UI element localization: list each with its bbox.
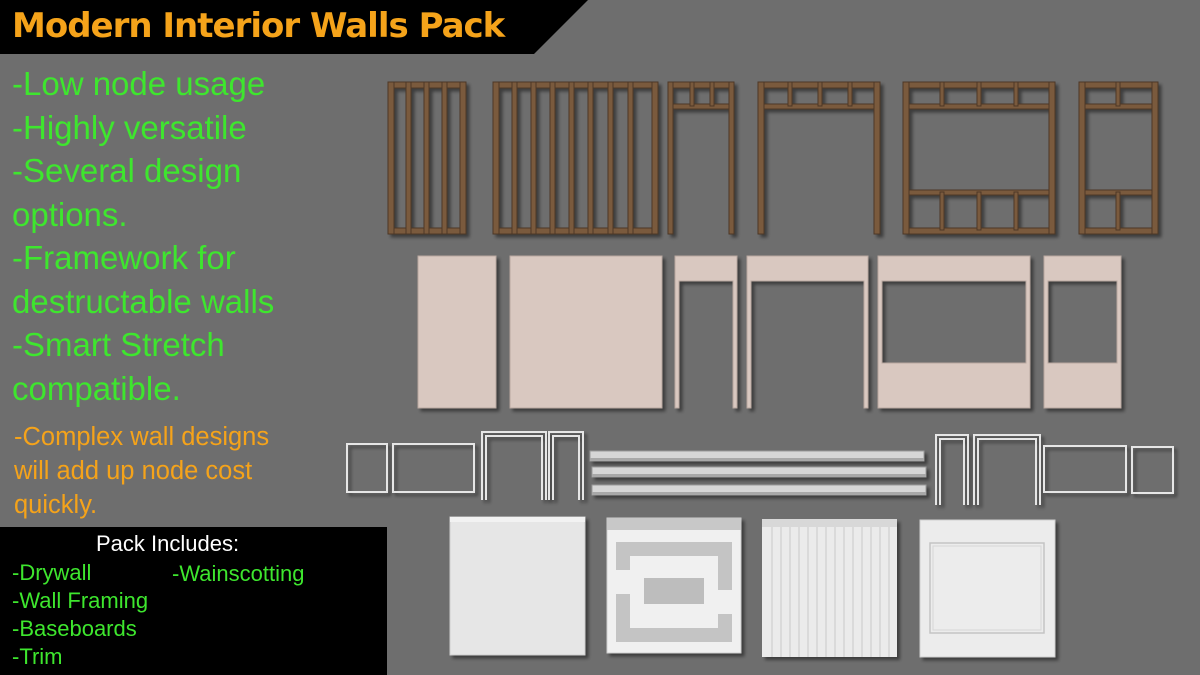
trim-window	[1043, 445, 1127, 493]
drywall-door-panel	[674, 255, 738, 409]
drywall-window-panel	[1043, 255, 1122, 409]
node-cost-warning: -Complex wall designs will add up node c…	[14, 420, 344, 522]
drywall-door-panel	[746, 255, 869, 409]
feature-line: destructable walls	[12, 282, 275, 320]
warning-line: quickly.	[14, 491, 98, 519]
warning-line: will add up node cost	[14, 457, 253, 485]
feature-line: -Smart Stretch	[12, 326, 225, 363]
trim-door	[935, 434, 969, 505]
framing-piece	[757, 81, 881, 235]
feature-line: -Several design	[12, 152, 242, 189]
feature-line: -Framework for	[12, 239, 236, 276]
trim-window	[1131, 446, 1174, 494]
wainscot-panel-framed	[919, 519, 1056, 658]
page-title: Modern Interior Walls Pack	[12, 6, 505, 46]
framing-piece	[667, 81, 735, 235]
include-item-wall-framing: -Wall Framing	[12, 588, 149, 613]
pack-includes-title: Pack Includes:	[96, 531, 240, 556]
include-item-trim: -Trim	[12, 644, 63, 669]
pack-includes-panel: Pack Includes: -Drywall -Wainscotting -W…	[0, 527, 387, 675]
trim-window	[392, 443, 475, 493]
baseboard-group	[589, 450, 927, 496]
drywall-window-panel	[877, 255, 1031, 409]
framing-piece	[902, 81, 1056, 235]
feature-line: -Highly versatile	[12, 108, 247, 146]
include-item-baseboards: -Baseboards	[12, 616, 137, 641]
trim-door	[973, 434, 1041, 505]
include-item-drywall: -Drywall	[12, 560, 92, 585]
feature-line: -Low node usage	[12, 65, 266, 102]
feature-line: options.	[12, 195, 128, 233]
warning-line: -Complex wall designs	[14, 423, 270, 451]
trim-row	[346, 431, 1174, 505]
framing-piece	[492, 81, 659, 235]
include-item-wainscotting: -Wainscotting	[172, 561, 305, 586]
framing-piece	[387, 81, 467, 235]
trim-window	[346, 443, 388, 493]
trim-door	[481, 431, 547, 500]
drywall-panel	[509, 255, 663, 409]
wainscot-panel-beadboard	[762, 519, 897, 657]
framing-piece	[1078, 81, 1159, 235]
feature-list: -Low node usage -Highly versatile -Sever…	[12, 62, 352, 410]
wainscotting-row	[449, 516, 1056, 658]
wainscot-panel-plain	[449, 516, 586, 656]
drywall-panel	[417, 255, 497, 409]
trim-door	[548, 431, 584, 500]
wall-framing-row	[387, 81, 1159, 235]
feature-line: compatible.	[12, 369, 181, 407]
wainscot-panel-raised	[606, 517, 742, 654]
drywall-row	[417, 255, 1122, 409]
